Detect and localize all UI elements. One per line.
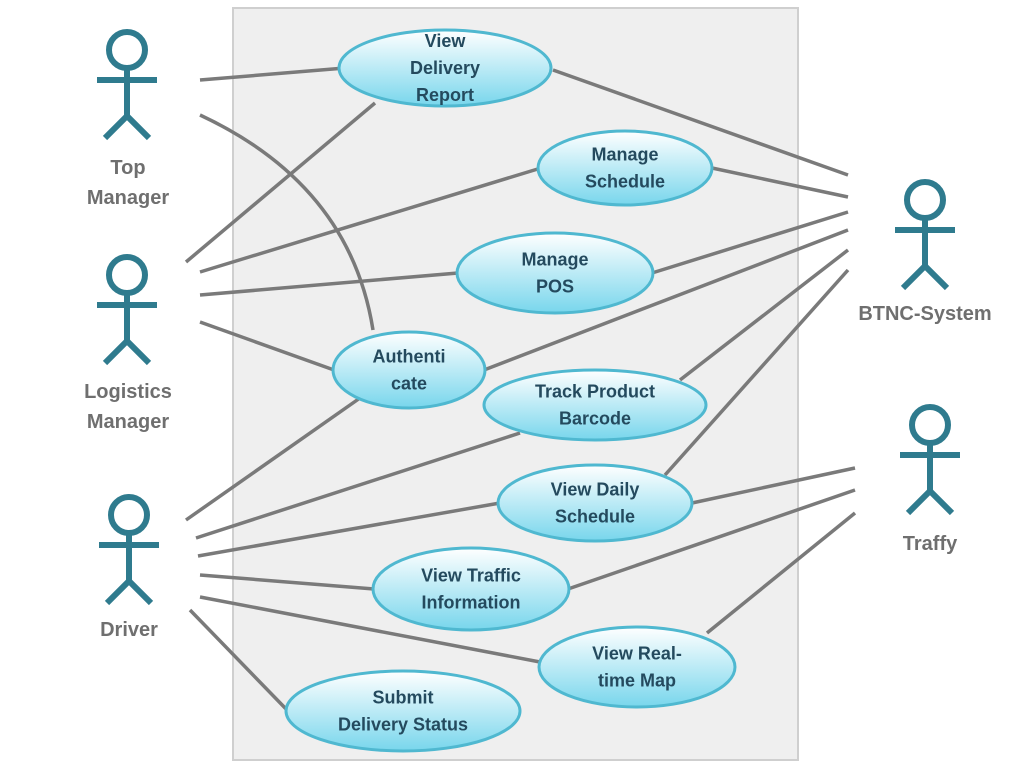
use-case-label: Schedule [555, 507, 635, 527]
association-lines [184, 66, 857, 713]
use-case-ellipse [482, 368, 708, 442]
use-case-label: Delivery [410, 58, 480, 78]
use-cases: ViewDeliveryReportManageScheduleManagePO… [284, 28, 737, 753]
use-case-ellipse [337, 28, 553, 108]
actor-driver[interactable]: Driver [99, 494, 159, 641]
association-btnc-system-manage-schedule [711, 166, 849, 199]
actor-label: Top [110, 157, 145, 179]
use-case-label: Report [416, 85, 474, 105]
use-case-label: POS [536, 277, 574, 297]
use-case-label: Delivery Status [338, 715, 468, 735]
use-case-label: Authenti [373, 347, 446, 367]
use-case-label: time Map [598, 671, 676, 691]
use-case-ellipse [284, 669, 522, 753]
association-top-manager-view-delivery-report [199, 66, 346, 82]
association-driver-view-traffic-information [199, 573, 375, 591]
actor-figure-icon [99, 494, 159, 606]
actor-btnc-system[interactable]: BTNC-System [858, 179, 992, 325]
use-case-label: Manage [521, 250, 588, 270]
use-case-view-real-time-map[interactable]: View Real-time Map [537, 625, 737, 709]
association-btnc-system-manage-pos [651, 210, 849, 275]
association-btnc-system-track-product-barcode [678, 248, 850, 382]
use-case-label: Manage [591, 145, 658, 165]
use-case-ellipse [496, 463, 694, 543]
use-case-label: cate [391, 374, 427, 394]
actor-label: Driver [100, 619, 158, 641]
association-btnc-system-authenticate [483, 228, 849, 372]
use-case-ellipse [331, 330, 487, 410]
association-logistics-manager-manage-pos [199, 271, 459, 297]
use-case-label: Schedule [585, 172, 665, 192]
association-btnc-system-view-delivery-report [552, 68, 849, 177]
actor-label: BTNC-System [858, 303, 991, 325]
association-driver-submit-delivery-status [188, 608, 290, 713]
association-logistics-manager-authenticate [199, 320, 335, 372]
use-case-label: View Daily [551, 480, 640, 500]
actor-figure-icon [97, 29, 157, 141]
use-case-label: View Traffic [421, 566, 521, 586]
association-driver-view-daily-schedule [197, 501, 501, 558]
association-driver-view-real-time-map [199, 595, 541, 664]
actor-figure-icon [900, 404, 960, 516]
association-traffy-view-traffic-information [567, 488, 856, 591]
association-btnc-system-view-daily-schedule [663, 268, 850, 477]
actor-label: Manager [87, 187, 169, 209]
use-case-label: Barcode [559, 409, 631, 429]
association-logistics-manager-manage-schedule [199, 166, 542, 274]
use-case-label: Track Product [535, 382, 655, 402]
actor-figure-icon [895, 179, 955, 291]
actors: TopManagerLogisticsManagerDriverBTNC-Sys… [84, 29, 992, 641]
association-logistics-manager-view-delivery-report [184, 101, 377, 264]
association-top-manager-authenticate [199, 113, 375, 331]
actor-label: Logistics [84, 381, 172, 403]
use-case-label: View [425, 31, 467, 51]
use-case-label: Submit [373, 688, 434, 708]
use-case-ellipse [536, 129, 714, 207]
use-case-ellipse [455, 231, 655, 315]
actor-label: Traffy [903, 533, 958, 555]
use-case-ellipse [371, 546, 571, 632]
actor-traffy[interactable]: Traffy [900, 404, 960, 555]
association-driver-authenticate [184, 396, 362, 522]
association-traffy-view-daily-schedule [691, 466, 856, 505]
association-traffy-view-real-time-map [705, 511, 857, 635]
actor-label: Manager [87, 411, 169, 433]
actor-figure-icon [97, 254, 157, 366]
association-driver-track-product-barcode [195, 431, 521, 540]
use-case-authenticate[interactable]: Authenti cate [331, 330, 487, 410]
use-case-label: View Real- [592, 644, 682, 664]
use-case-label: Information [422, 593, 521, 613]
use-case-ellipse [537, 625, 737, 709]
